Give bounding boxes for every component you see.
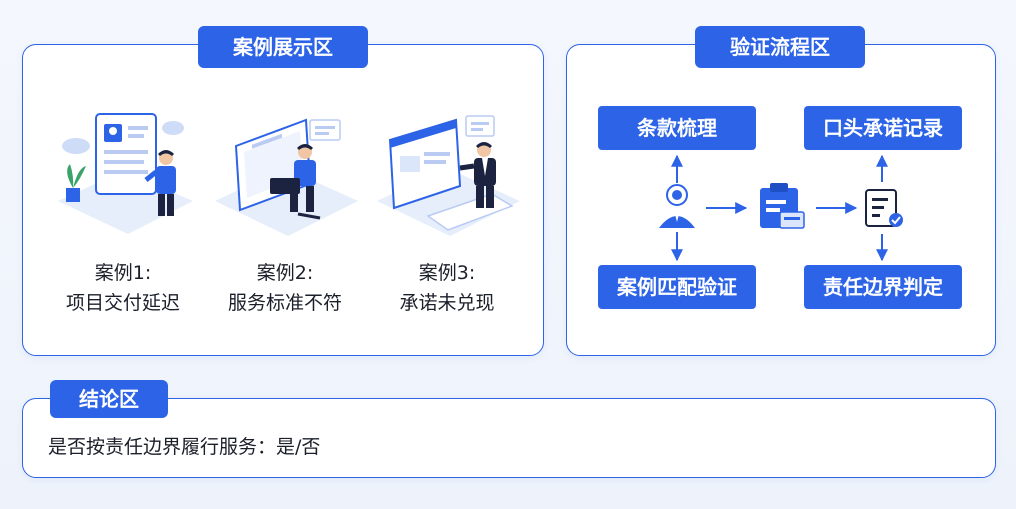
- cloud-icon: [62, 138, 90, 154]
- case1-label: 案例1:: [94, 262, 152, 284]
- person-icon: [659, 184, 695, 228]
- step-clause-review: 条款梳理: [598, 106, 756, 150]
- checklist-icon: [865, 189, 903, 227]
- case2-illustration: [215, 118, 358, 236]
- case-showcase-title: 案例展示区: [198, 26, 368, 68]
- case3-title: 承诺未兑现: [399, 292, 495, 314]
- case2-caption: 案例2: 服务标准不符: [210, 258, 360, 318]
- step-verbal-record: 口头承诺记录: [804, 106, 962, 150]
- case1-caption: 案例1: 项目交付延迟: [48, 258, 198, 318]
- conclusion-title: 结论区: [50, 380, 168, 418]
- clipboard-icon: [760, 183, 805, 229]
- case2-label: 案例2:: [256, 262, 314, 284]
- case3-caption: 案例3: 承诺未兑现: [372, 258, 522, 318]
- verify-flow-title: 验证流程区: [695, 26, 865, 68]
- conclusion-panel: [22, 398, 996, 478]
- case1-illustration: [58, 113, 193, 234]
- step-boundary-judgment: 责任边界判定: [804, 265, 962, 309]
- flow-diagram: [659, 154, 903, 262]
- case2-title: 服务标准不符: [227, 292, 342, 314]
- conclusion-statement: 是否按责任边界履行服务：是/否: [48, 436, 321, 458]
- case3-label: 案例3:: [418, 262, 476, 284]
- case1-title: 项目交付延迟: [65, 292, 180, 314]
- step-case-match: 案例匹配验证: [598, 265, 756, 309]
- case3-illustration: [377, 115, 520, 236]
